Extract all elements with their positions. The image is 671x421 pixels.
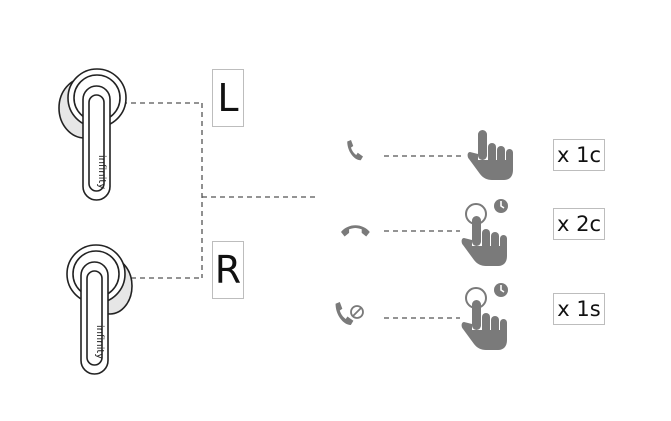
left-earbud: infinity — [58, 68, 127, 201]
finger-hold-timer-icon — [461, 283, 508, 350]
right-earbud-logo: infinity — [94, 325, 105, 359]
gesture-icons — [461, 130, 513, 350]
gesture-count-1: x 1c — [553, 139, 605, 171]
finger-double-tap-timer-icon — [461, 199, 508, 266]
connector-lines — [122, 102, 464, 319]
action-icons — [335, 140, 370, 325]
gesture-count-2: x 2c — [553, 208, 605, 240]
right-earbud-stem-inner — [86, 270, 103, 366]
finger-tap-icon — [467, 130, 513, 180]
right-side-badge: R — [212, 241, 244, 299]
phone-hangup-icon — [341, 225, 370, 237]
phone-reject-icon — [335, 302, 364, 325]
left-side-badge: L — [212, 69, 244, 127]
left-earbud-logo: infinity — [96, 155, 107, 189]
gesture-count-3: x 1s — [553, 293, 605, 325]
phone-answer-icon — [347, 140, 363, 161]
right-earbud: infinity — [66, 244, 133, 375]
left-earbud-stem-inner — [88, 94, 105, 192]
